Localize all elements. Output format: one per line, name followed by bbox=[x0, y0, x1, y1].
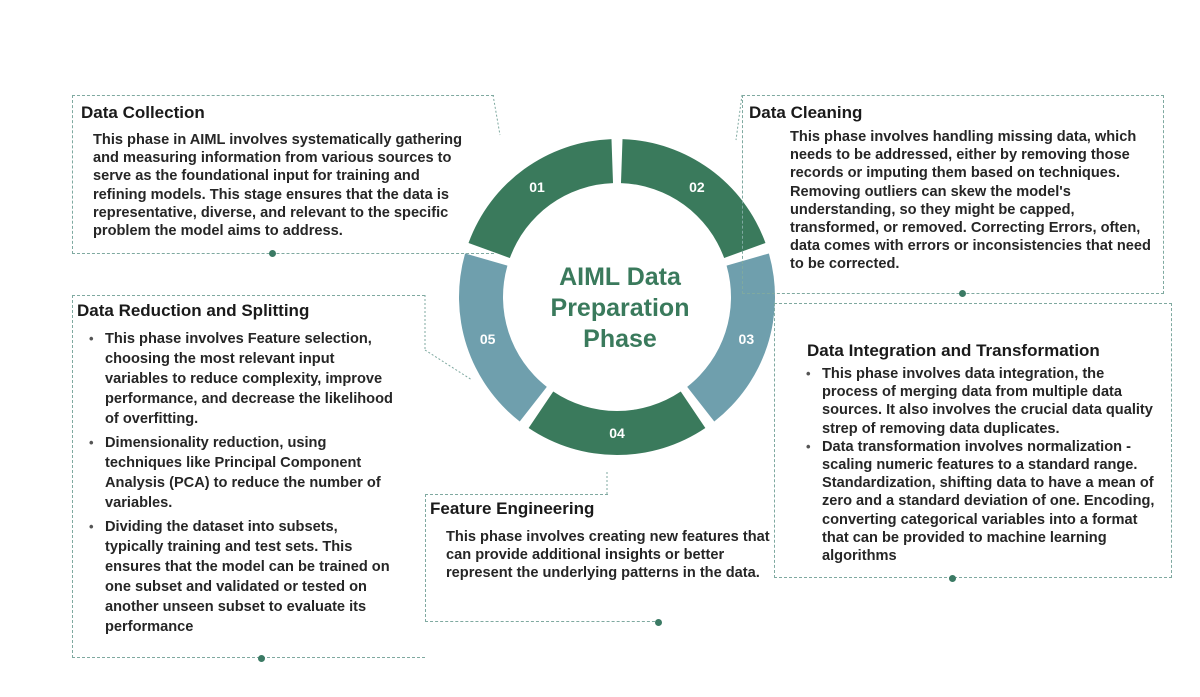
data-collection-title: Data Collection bbox=[81, 103, 205, 122]
ring-segment-04 bbox=[528, 391, 706, 456]
ring-segment-label-04: 04 bbox=[609, 425, 625, 441]
ring-segment-label-01: 01 bbox=[529, 179, 545, 195]
data-reduction-bullet-2: Dimensionality reduction, using techniqu… bbox=[89, 433, 394, 513]
ring-segment-05 bbox=[459, 253, 547, 422]
diagram-center-title: AIML Data Preparation Phase bbox=[520, 262, 720, 355]
center-title-line-3: Phase bbox=[583, 325, 657, 353]
ring-segment-label-03: 03 bbox=[739, 331, 755, 347]
data-collection-card: Data Collection This phase in AIML invol… bbox=[72, 95, 494, 254]
data-reduction-list: This phase involves Feature selection, c… bbox=[89, 329, 394, 637]
data-collection-text: This phase in AIML involves systematical… bbox=[93, 132, 463, 240]
data-integration-title: Data Integration and Transformation bbox=[807, 341, 1100, 360]
feature-engineering-text: This phase involves creating new feature… bbox=[446, 529, 770, 582]
connector-cleaning bbox=[735, 94, 743, 141]
ring-segment-label-02: 02 bbox=[689, 179, 705, 195]
data-reduction-bullet-1: This phase involves Feature selection, c… bbox=[89, 329, 394, 429]
ring-segment-03 bbox=[687, 253, 776, 422]
center-title-line-2: Preparation bbox=[550, 294, 690, 322]
ring-segment-02 bbox=[620, 139, 766, 259]
data-integration-bullet-1: This phase involves data integration, th… bbox=[806, 365, 1158, 438]
feature-engineering-dot bbox=[655, 619, 662, 626]
center-title-line-1: AIML Data bbox=[559, 263, 681, 291]
ring-segment-01 bbox=[468, 139, 614, 259]
data-reduction-card: Data Reduction and Splitting This phase … bbox=[72, 295, 425, 658]
feature-engineering-card: Feature Engineering This phase involves … bbox=[425, 494, 770, 622]
feature-engineering-title: Feature Engineering bbox=[430, 499, 595, 518]
data-integration-dot bbox=[949, 575, 956, 582]
data-integration-bullet-2: Data transformation involves normalizati… bbox=[806, 438, 1158, 565]
connector-reduction-2 bbox=[424, 349, 473, 381]
data-reduction-title: Data Reduction and Splitting bbox=[77, 301, 310, 320]
data-cleaning-title: Data Cleaning bbox=[749, 103, 863, 122]
data-integration-list: This phase involves data integration, th… bbox=[806, 365, 1158, 565]
data-cleaning-card: Data Cleaning This phase involves handli… bbox=[742, 95, 1164, 294]
data-integration-card: Data Integration and Transformation This… bbox=[774, 303, 1172, 578]
data-cleaning-dot bbox=[959, 290, 966, 297]
data-cleaning-text: This phase involves handling missing dat… bbox=[790, 129, 1151, 273]
data-reduction-bullet-3: Dividing the dataset into subsets, typic… bbox=[89, 517, 394, 637]
feature-engineering-top-border bbox=[425, 494, 608, 495]
data-reduction-dot bbox=[258, 655, 265, 662]
data-collection-dot bbox=[269, 250, 276, 257]
ring-segment-label-05: 05 bbox=[480, 331, 496, 347]
connector-collection bbox=[492, 94, 501, 136]
